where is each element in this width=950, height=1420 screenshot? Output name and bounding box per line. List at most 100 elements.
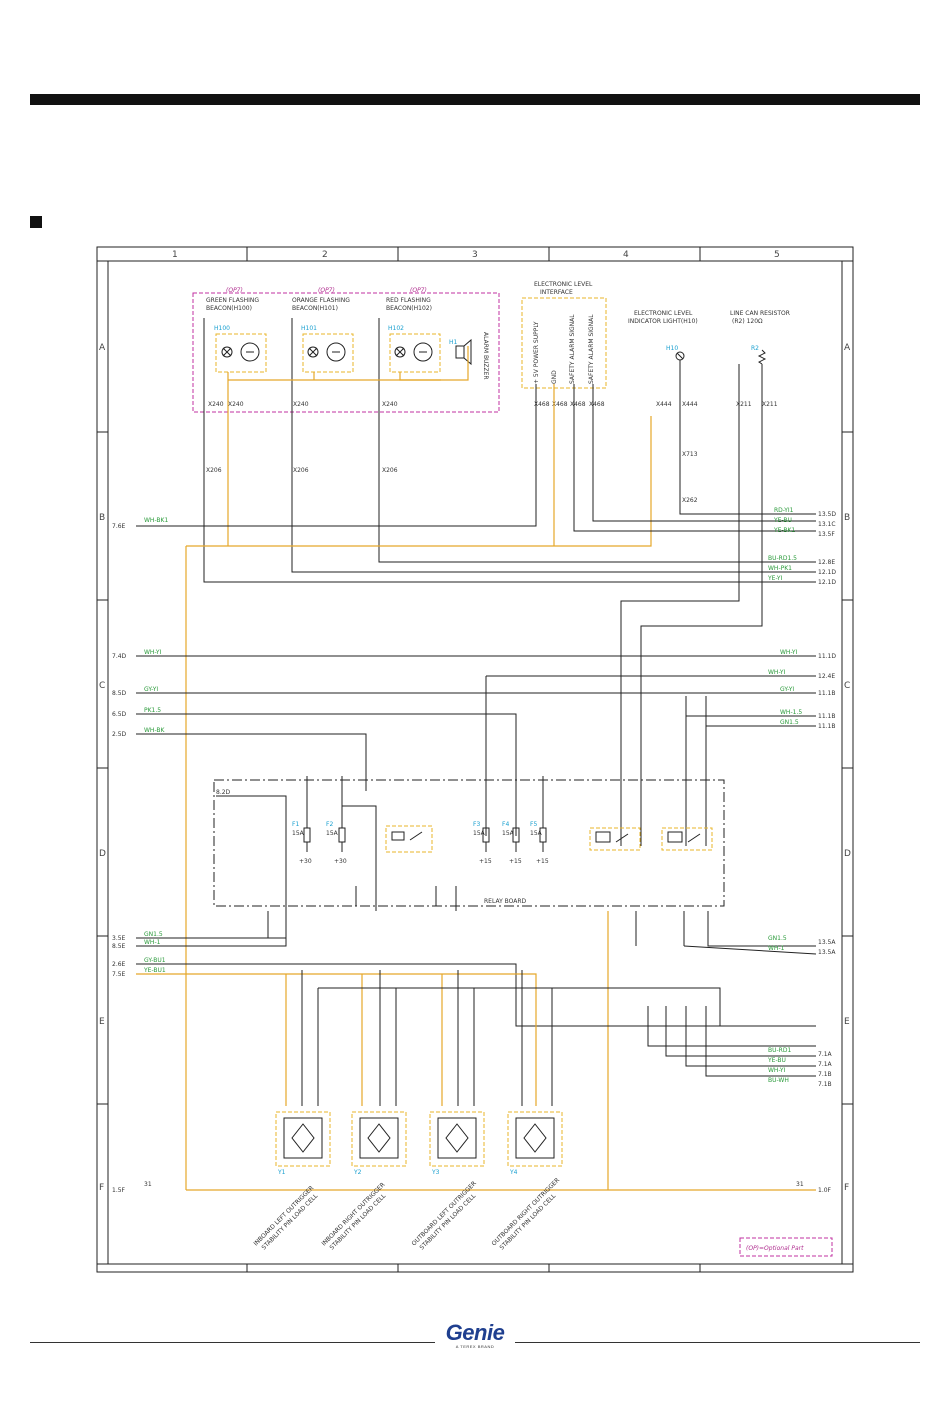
- svg-text:Y2: Y2: [353, 1169, 362, 1176]
- beacon-green-line1: GREEN FLASHING: [206, 297, 259, 304]
- svg-text:X211: X211: [762, 401, 778, 408]
- schematic-frame: [96, 246, 854, 1273]
- beacon-orange-line1: ORANGE FLASHING: [292, 297, 350, 304]
- optional-part-legend: (OP)=Optional Part: [746, 1245, 804, 1252]
- svg-text:X240: X240: [293, 401, 309, 408]
- relay-k1: [385, 825, 433, 853]
- svg-text:X444: X444: [682, 401, 698, 408]
- grid-row-c-left: C: [99, 681, 105, 691]
- svg-text:YE-BU: YE-BU: [773, 517, 792, 524]
- grid-row-a-right: A: [844, 343, 851, 353]
- svg-text:YE-BU: YE-BU: [767, 1057, 786, 1064]
- load-cell-y1-line2: STABILITY PIN LOAD CELL: [260, 1192, 319, 1251]
- row-c-wiring: [136, 655, 816, 846]
- svg-text:F5: F5: [530, 821, 537, 828]
- svg-text:6.5D: 6.5D: [112, 711, 127, 718]
- optional-beacon-group: [192, 292, 500, 413]
- svg-text:RD-YI1: RD-YI1: [774, 507, 794, 514]
- relay-k3: [661, 827, 713, 851]
- beacon-red-line1: RED FLASHING: [386, 297, 431, 304]
- svg-text:GY-YI: GY-YI: [780, 686, 794, 693]
- grid-row-b-right: B: [844, 513, 850, 523]
- svg-text:13.5A: 13.5A: [818, 949, 836, 956]
- load-cell-wiring: [136, 963, 816, 1191]
- svg-text:H102: H102: [388, 325, 404, 332]
- svg-text:BU-RD1: BU-RD1: [768, 1047, 791, 1054]
- svg-text:H10: H10: [666, 345, 678, 352]
- svg-text:+15: +15: [536, 858, 549, 865]
- beacon-green-op: (OP7): [226, 287, 243, 294]
- svg-text:GY-BU1: GY-BU1: [144, 957, 166, 964]
- svg-text:2.5D: 2.5D: [112, 731, 127, 738]
- beacon-green-line2: BEACON(H100): [206, 305, 252, 312]
- svg-text:BU-RD1.5: BU-RD1.5: [768, 555, 797, 562]
- genie-logo: Genie A TEREX BRAND: [440, 1320, 510, 1350]
- svg-text:13.5D: 13.5D: [818, 511, 836, 518]
- svg-text:3.5E: 3.5E: [112, 935, 126, 942]
- svg-text:+15: +15: [509, 858, 522, 865]
- interface-title-2: INTERFACE: [540, 289, 573, 296]
- svg-text:WH-BK1: WH-BK1: [144, 517, 168, 524]
- load-cell-y3: Y3: [429, 1111, 485, 1176]
- svg-text:1.0F: 1.0F: [818, 1187, 832, 1194]
- svg-text:8.5D: 8.5D: [112, 690, 127, 697]
- svg-text:15A: 15A: [530, 830, 543, 837]
- svg-text:13.5F: 13.5F: [818, 531, 835, 538]
- load-cell-y2: Y2: [351, 1111, 407, 1176]
- svg-text:X206: X206: [206, 467, 222, 474]
- grid-row-e-left: E: [99, 1017, 105, 1027]
- load-cell-y3-line2: STABILITY PIN LOAD CELL: [418, 1192, 477, 1251]
- interface-pin-4: SAFETY ALARM SIGNAL: [588, 314, 595, 384]
- grid-row-e-right: E: [844, 1017, 850, 1027]
- indicator-line2: INDICATOR LIGHT(H10): [628, 318, 698, 325]
- svg-text:PK1.5: PK1.5: [144, 707, 161, 714]
- interface-title-1: ELECTRONIC LEVEL: [534, 281, 593, 288]
- svg-text:7.4D: 7.4D: [112, 653, 127, 660]
- svg-text:7.1B: 7.1B: [818, 1081, 832, 1088]
- svg-text:15A: 15A: [502, 830, 515, 837]
- resistor-line1: LINE CAN RESISTOR: [730, 310, 790, 317]
- svg-text:WH-1: WH-1: [768, 945, 785, 952]
- grid-row-d-right: D: [844, 849, 851, 859]
- beacon-orange-line2: BEACON(H101): [292, 305, 338, 312]
- svg-text:12.1D: 12.1D: [818, 569, 836, 576]
- svg-text:X206: X206: [382, 467, 398, 474]
- svg-text:GN1.5: GN1.5: [780, 719, 799, 726]
- svg-text:X468: X468: [552, 401, 568, 408]
- relay-board-wiring: [136, 776, 817, 1190]
- svg-text:+30: +30: [299, 858, 312, 865]
- svg-text:12.1D: 12.1D: [818, 579, 836, 586]
- svg-text:2.6E: 2.6E: [112, 961, 126, 968]
- logo-wordmark: Genie: [445, 1320, 505, 1345]
- section-bullet: [30, 216, 42, 228]
- svg-text:7.1A: 7.1A: [818, 1051, 833, 1058]
- svg-text:7.1B: 7.1B: [818, 1071, 832, 1078]
- svg-text:X211: X211: [736, 401, 752, 408]
- svg-text:Y4: Y4: [509, 1169, 518, 1176]
- svg-text:7.6E: 7.6E: [112, 523, 126, 530]
- load-cell-y1: Y1: [275, 1111, 331, 1176]
- svg-text:GY-YI: GY-YI: [144, 686, 158, 693]
- svg-text:X262: X262: [682, 497, 698, 504]
- svg-text:X240: X240: [382, 401, 398, 408]
- svg-text:11.1D: 11.1D: [818, 653, 836, 660]
- fuse-f5: F5 15A +15: [530, 776, 549, 865]
- svg-text:WH-PK1: WH-PK1: [768, 565, 792, 572]
- load-cell-y1-line1: INBOARD LEFT OUTRIGGER: [252, 1185, 315, 1248]
- grid-col-4: 4: [623, 250, 629, 260]
- beacon-red-symbol: H102: [388, 325, 441, 373]
- svg-text:7.1A: 7.1A: [818, 1061, 833, 1068]
- svg-text:12.4E: 12.4E: [818, 673, 835, 680]
- relay-board-box: [213, 779, 725, 907]
- svg-text:YE-BU1: YE-BU1: [143, 967, 166, 974]
- svg-text:F3: F3: [473, 821, 480, 828]
- svg-text:X240: X240: [228, 401, 244, 408]
- svg-text:X713: X713: [682, 451, 698, 458]
- resistor-line2: (R2) 120Ω: [732, 318, 763, 325]
- relay-board-label: RELAY BOARD: [484, 898, 527, 905]
- fuse-f4: F4 15A +15: [502, 821, 522, 865]
- svg-text:12.8E: 12.8E: [818, 559, 835, 566]
- logo-tagline: A TEREX BRAND: [455, 1344, 495, 1349]
- load-cell-y4: Y4: [507, 1111, 563, 1176]
